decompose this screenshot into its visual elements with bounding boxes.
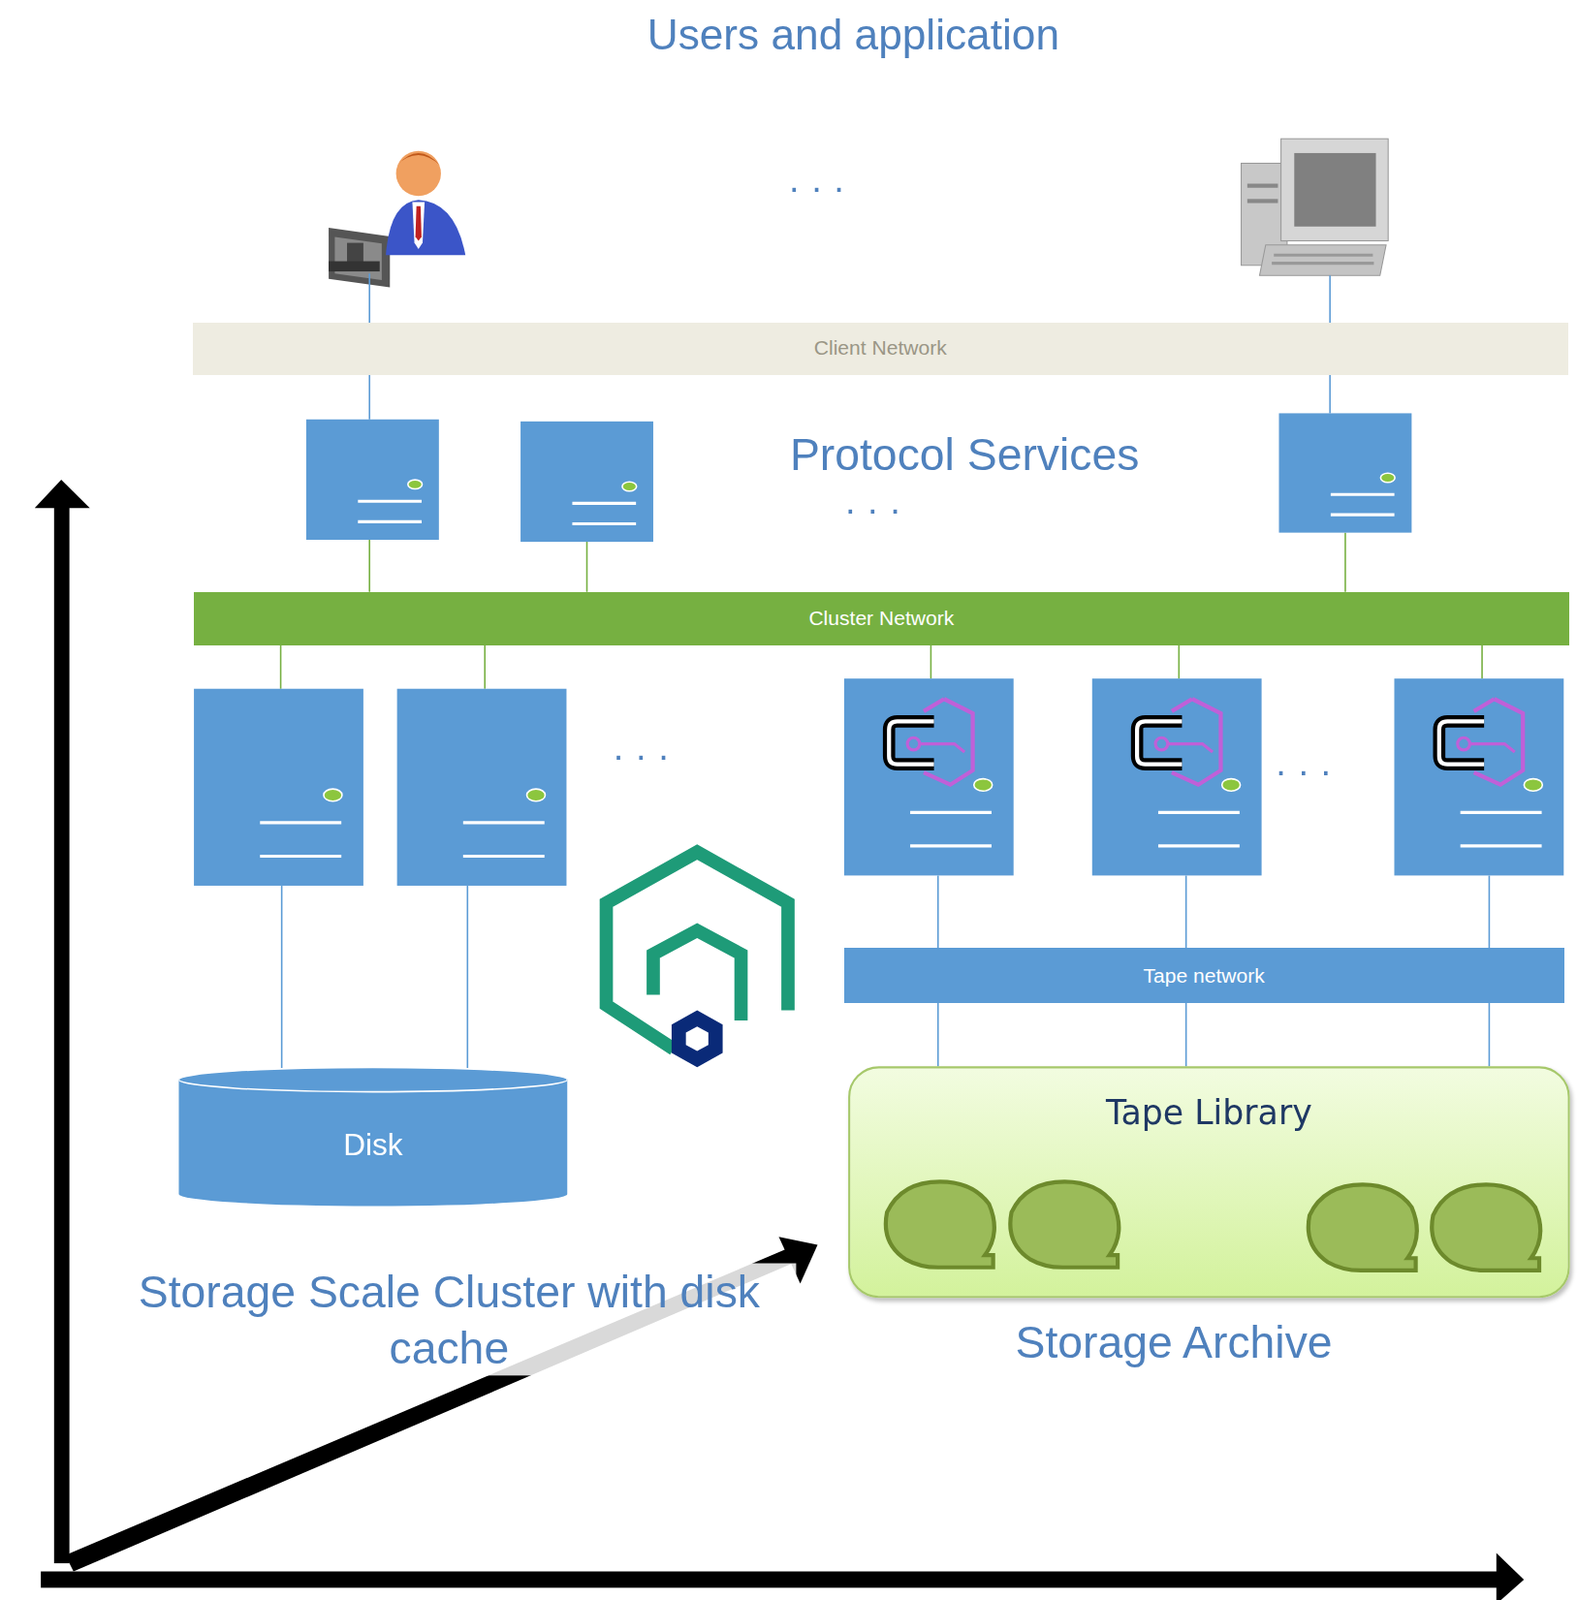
ellipsis: · · · [811,486,934,533]
tape-network-band: Tape network [844,947,1564,1004]
title: Users and application [546,7,1160,62]
node-label: Tape network [1142,963,1264,987]
section-label: Protocol Services [760,426,1169,483]
node-label: Cluster Network [808,606,954,631]
axes [34,479,1524,1600]
connector [1185,1003,1188,1067]
ellipsis: · · · [1242,748,1365,794]
client-network-band: Client Network [192,322,1568,376]
tape-library: Tape Library [848,1066,1571,1298]
servers [193,412,1564,886]
node-label: Client Network [814,336,947,360]
user-icon [328,151,466,288]
connector [937,1003,940,1067]
ellipsis: · · · [579,732,702,779]
storage-logo [606,851,789,1068]
computer-icon [1241,138,1389,276]
disk-cylinder: Disk [178,1065,568,1208]
node-label: Tape Library [1105,1093,1313,1134]
ellipsis: · · · [755,165,878,212]
connector [1488,1003,1491,1067]
node-label: Disk [343,1127,403,1163]
section-label: Storage Archive [948,1314,1398,1371]
section-label: Storage Scale Cluster with disk cache [101,1263,796,1377]
cluster-network-band: Cluster Network [193,592,1569,646]
